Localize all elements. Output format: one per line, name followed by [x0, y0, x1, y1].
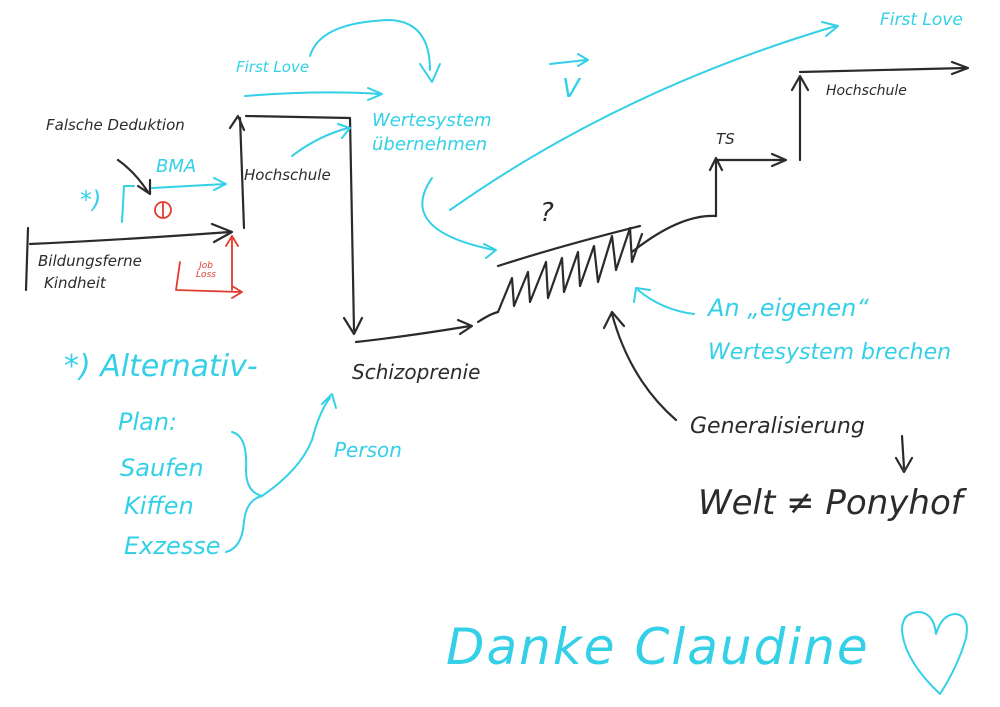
welt-ponyhof-label: Welt ≠ Ponyhof [698, 483, 963, 523]
kindheit-arrow [28, 230, 232, 246]
loop-arrowhead [419, 63, 441, 83]
deduktion-arrowhead [136, 178, 152, 196]
deduktion-arrow [116, 158, 150, 194]
wertesystem-brechen-label: Wertesystem brechen [708, 340, 952, 365]
step-2-tread-arrowhead [950, 60, 970, 76]
bma-arrowhead [213, 177, 227, 191]
star-marker: *) [80, 186, 102, 214]
bma-label: BMA [156, 156, 197, 177]
plan-label: Plan: [118, 408, 178, 436]
jobloss-bracket [175, 261, 241, 293]
ramp-top-line [496, 224, 642, 268]
job-loss-label: Job Loss [196, 261, 216, 280]
small-arrowhead [577, 53, 589, 67]
plan-brace [225, 431, 263, 553]
star-bracket [121, 185, 135, 223]
zigzag [496, 226, 644, 314]
step-2-tread [798, 66, 968, 74]
firstlove-long-arrow [449, 25, 837, 211]
hochschule-barrier [238, 116, 246, 230]
curve-to-step [630, 214, 718, 254]
wertesystem-curve [421, 177, 495, 251]
step-2-arrowhead [790, 74, 810, 92]
falsche-deduktion-label: Falsche Deduktion [46, 116, 185, 134]
firstlove-arrow-left [244, 91, 381, 97]
schizophrenie-label: Schizoprenie [352, 360, 481, 384]
to-wertesystem-arrow [291, 127, 349, 157]
alternativ-label: *) Alternativ- [64, 349, 258, 384]
step-1-arrowhead [708, 156, 724, 172]
heart-icon [901, 611, 968, 695]
hochschule-right-label: Hochschule [826, 83, 907, 99]
to-welt-arrow [900, 434, 906, 470]
barrier-arrowhead [228, 114, 246, 132]
ramp-base [476, 310, 500, 324]
bma-arrow [151, 183, 226, 189]
to-wertesystem-arrowhead [337, 123, 351, 139]
kindheit-bracket [24, 226, 30, 292]
drop-line [244, 114, 356, 332]
firstlove-long-arrowhead [821, 21, 839, 37]
ts-label: TS [716, 130, 735, 148]
first-love-left-label: First Love [236, 58, 310, 76]
question-mark: ? [540, 198, 554, 228]
to-person-arrow [261, 397, 331, 497]
to-schizo-line [354, 324, 472, 344]
to-schizo-arrowhead [456, 318, 474, 336]
hochschule-left-label: Hochschule [244, 166, 331, 184]
saufen-label: Saufen [120, 454, 204, 482]
generalisierung-arrow [610, 312, 678, 422]
kindheit-label: Kindheit [44, 274, 106, 292]
drop-arrowhead [342, 316, 364, 336]
generalisierung-arrowhead [602, 310, 626, 330]
jobloss-arrowhead-up [225, 235, 239, 247]
uebernehmen-label: übernehmen [372, 134, 488, 155]
an-eigenen-label: An „eigenen“ [708, 294, 869, 322]
exzesse-label: Exzesse [124, 532, 221, 560]
wertesystem-curve-arrowhead [483, 243, 497, 259]
no-entry-icon [154, 201, 172, 219]
to-person-arrowhead [321, 393, 337, 409]
loop-arrow [309, 19, 431, 71]
to-welt-arrowhead [894, 456, 914, 474]
small-arrow [549, 59, 587, 65]
bildungsferne-label: Bildungsferne [38, 252, 142, 270]
v-mark: V [562, 74, 580, 104]
person-label: Person [334, 438, 402, 462]
kiffen-label: Kiffen [124, 492, 194, 520]
generalisierung-label: Generalisierung [690, 414, 865, 439]
wertesystem-label: Wertesystem [372, 110, 492, 131]
first-love-top-label: First Love [880, 10, 963, 30]
firstlove-arrowhead-left [367, 87, 383, 101]
danke-claudine-label: Danke Claudine [446, 618, 870, 676]
eigenes-arrowhead [633, 287, 651, 303]
kindheit-arrowhead [210, 222, 234, 244]
eigenes-arrow [637, 289, 695, 315]
step-1-tread-arrowhead [770, 152, 788, 168]
jobloss-arrowhead-right [231, 285, 243, 299]
